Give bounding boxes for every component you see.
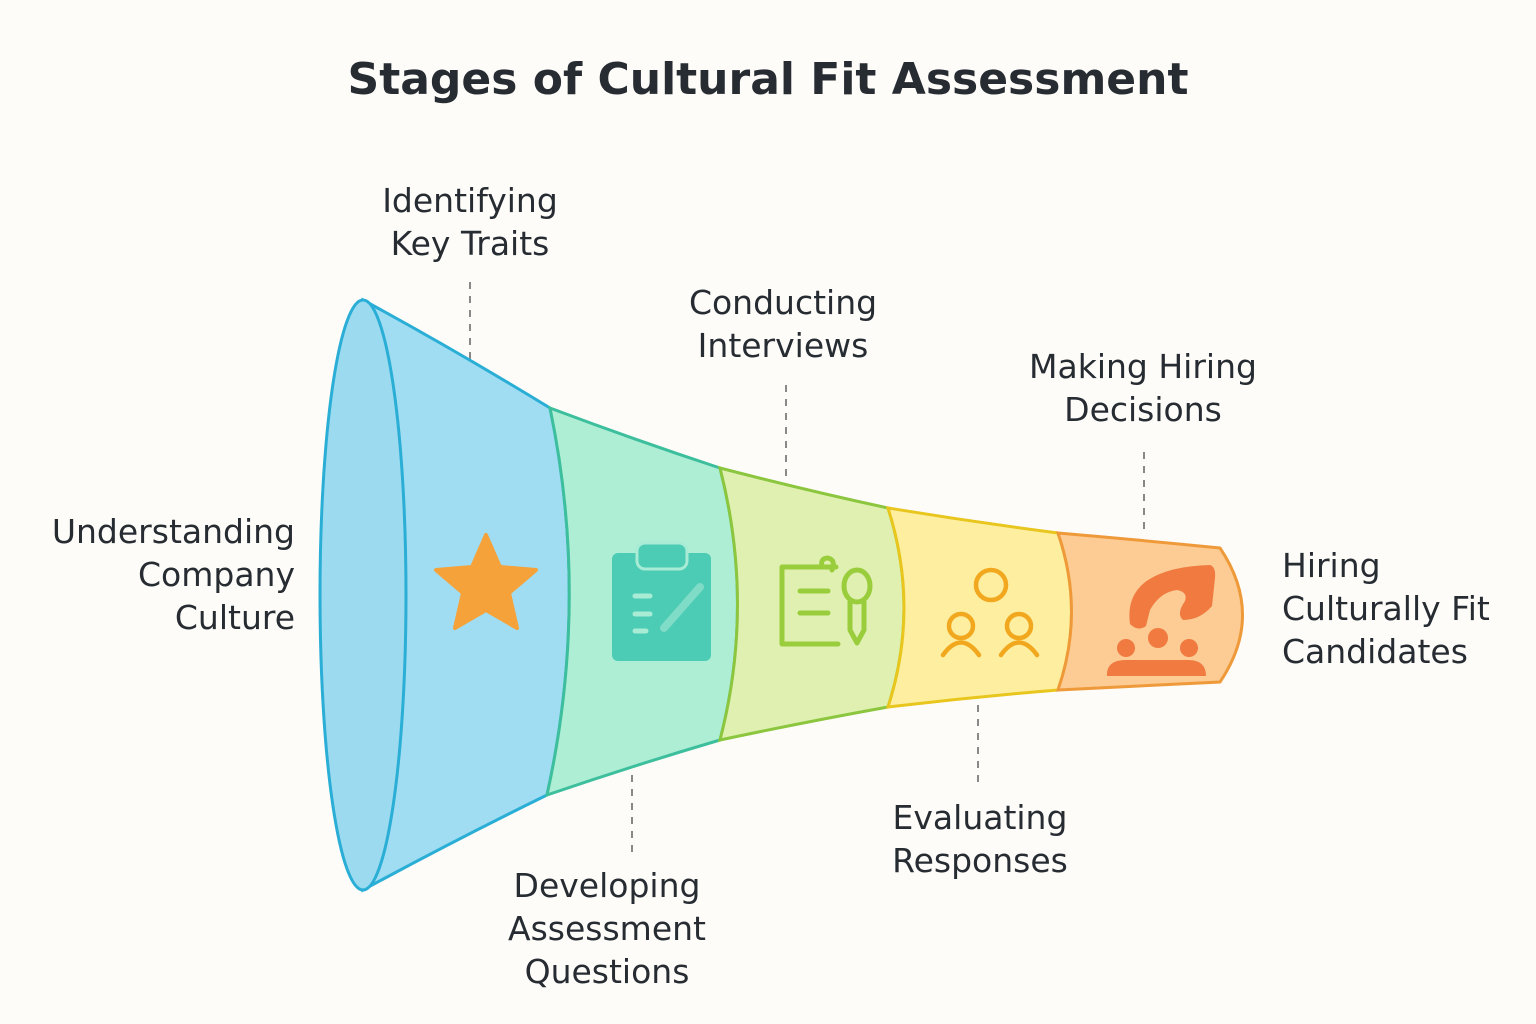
stage-label-conducting: Conducting Interviews (688, 283, 878, 365)
clipboard-icon (612, 541, 711, 661)
funnel-opening (318, 298, 408, 892)
stage-label-making: Making Hiring Decisions (1029, 347, 1257, 429)
stage-label-evaluating: Evaluating Responses (892, 798, 1068, 880)
stage-label-developing: Developing Assessment Questions (508, 866, 706, 991)
notes-microphone-icon (779, 555, 873, 647)
hand-team-icon (1106, 565, 1216, 676)
stage-label-hiring: Hiring Culturally Fit Candidates (1282, 546, 1490, 671)
funnel-segment-4 (885, 506, 1073, 709)
funnel-segment-3 (717, 465, 906, 742)
diagram-title: Stages of Cultural Fit Assessment (347, 54, 1189, 105)
stage-label-understanding: Understanding Company Culture (51, 512, 295, 637)
connector-lines (469, 282, 1145, 855)
star-icon (434, 533, 538, 630)
people-icon (940, 567, 1040, 658)
stage-label-identifying: Identifying Key Traits (382, 181, 558, 263)
